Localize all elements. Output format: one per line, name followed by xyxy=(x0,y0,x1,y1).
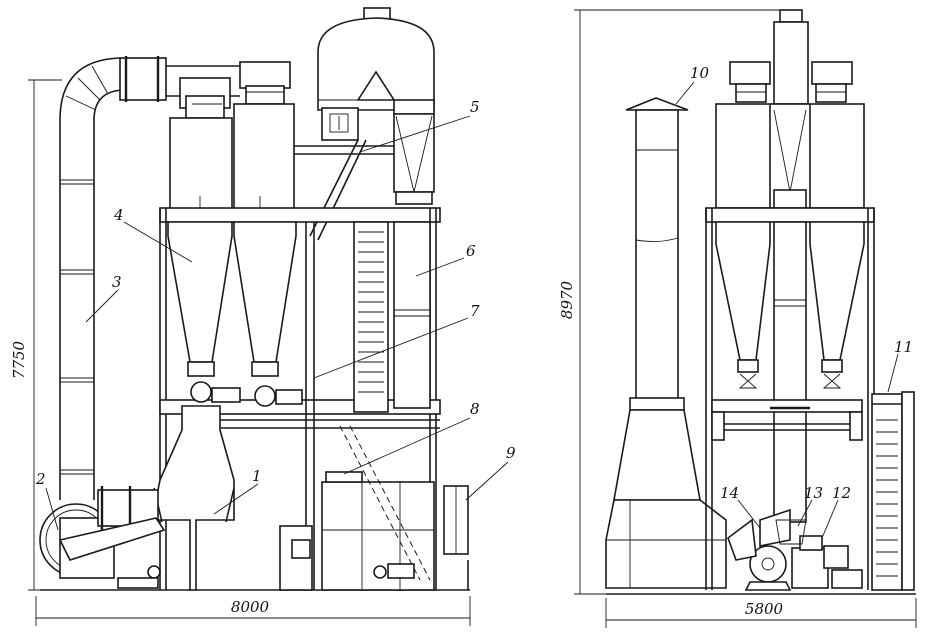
top-fan-units xyxy=(179,61,291,119)
callout-1: 1 xyxy=(252,467,262,485)
callout-10: 10 xyxy=(690,64,710,82)
right-callouts: 10 11 12 13 14 xyxy=(675,64,913,539)
right-width-label: 5800 xyxy=(745,600,784,618)
right-height-label: 8970 xyxy=(558,280,576,319)
filter-housings xyxy=(169,103,295,211)
callout-6: 6 xyxy=(466,242,476,260)
left-height-dimension: 7750 xyxy=(10,79,62,591)
drive-units xyxy=(727,508,863,591)
callout-7: 7 xyxy=(470,302,480,320)
callout-13: 13 xyxy=(804,484,823,502)
left-height-label: 7750 xyxy=(10,340,28,379)
callout-9: 9 xyxy=(506,444,516,462)
right-height-dimension: 8970 xyxy=(558,9,790,595)
heater-fan xyxy=(39,486,166,589)
callout-5: 5 xyxy=(470,98,480,116)
control-panel xyxy=(443,485,469,590)
callout-3: 3 xyxy=(112,273,122,291)
dryer-tower xyxy=(294,7,435,241)
right-tower xyxy=(705,9,875,590)
callout-8: 8 xyxy=(470,400,480,418)
callout-4: 4 xyxy=(113,206,124,224)
left-callouts: 1 2 3 4 5 6 7 8 9 xyxy=(35,98,516,531)
left-view: 7750 8000 xyxy=(10,7,516,626)
left-width-dimension: 8000 xyxy=(35,596,471,626)
right-elevator xyxy=(871,391,915,591)
right-view: 8970 5800 xyxy=(558,9,917,628)
discharge-unit xyxy=(279,425,435,591)
exhaust-stack xyxy=(605,97,727,589)
right-width-dimension: 5800 xyxy=(605,598,917,628)
bucket-elevator xyxy=(353,221,431,413)
left-width-label: 8000 xyxy=(231,598,270,616)
callout-12: 12 xyxy=(832,484,851,502)
callout-14: 14 xyxy=(720,484,739,502)
feed-hopper xyxy=(151,405,235,591)
vertical-air-duct xyxy=(59,56,240,500)
callout-11: 11 xyxy=(894,338,913,356)
callout-2: 2 xyxy=(35,470,46,488)
cyclone-pair xyxy=(167,221,303,407)
